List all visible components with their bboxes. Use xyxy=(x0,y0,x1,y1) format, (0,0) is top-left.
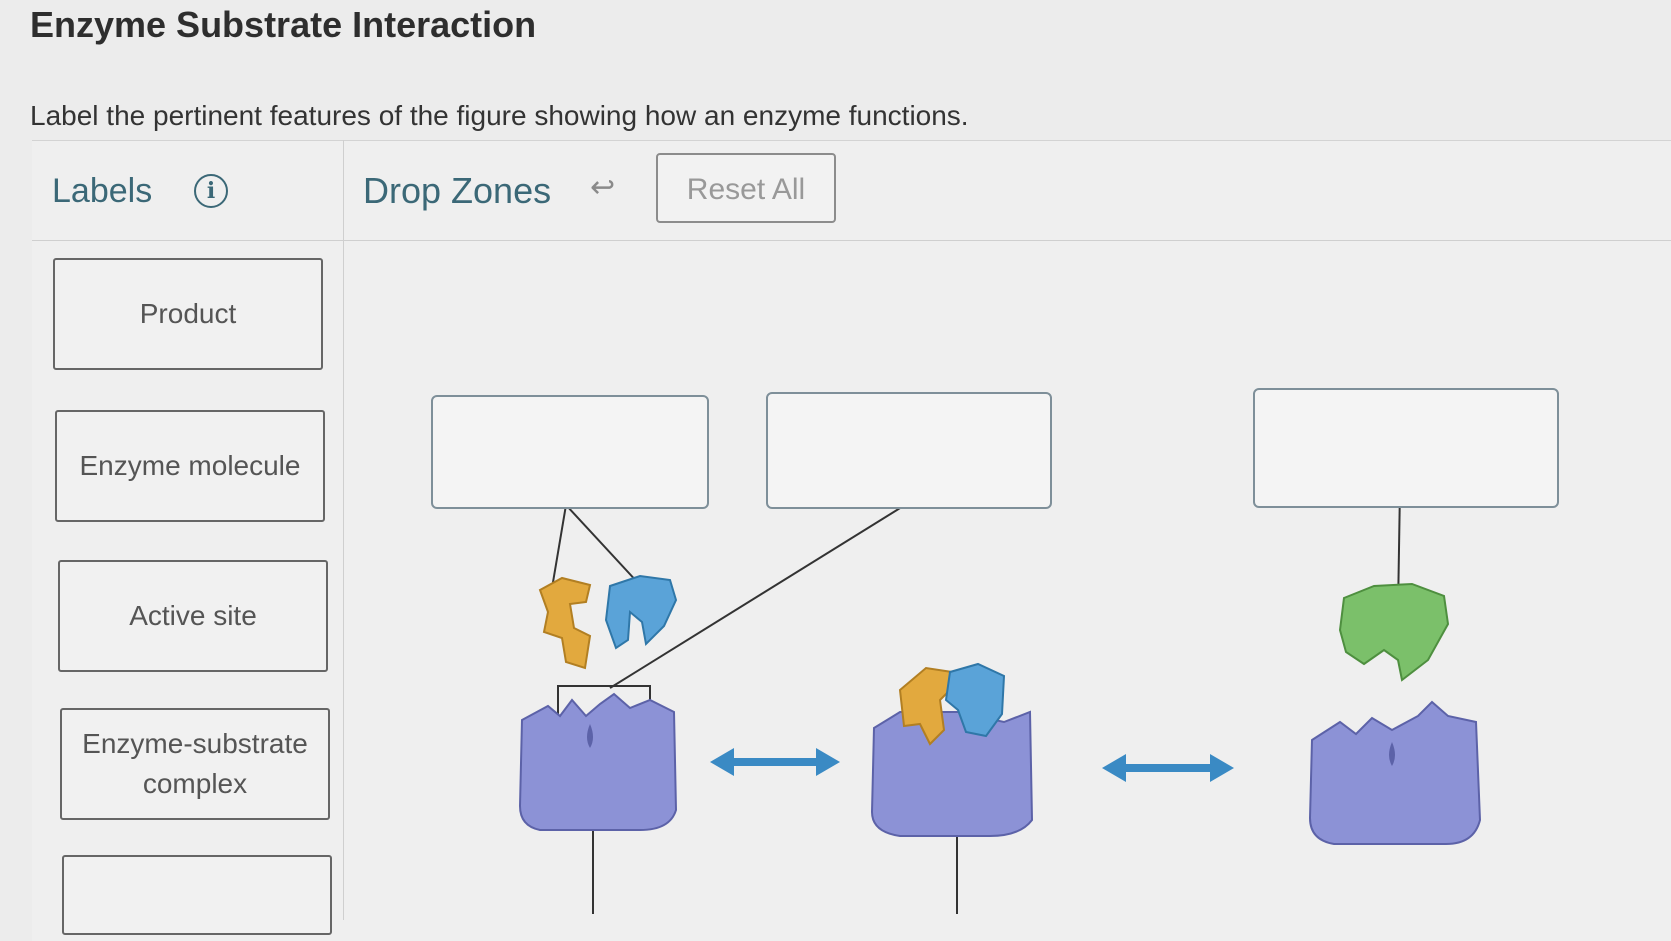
drop-zone-1[interactable] xyxy=(431,395,709,509)
enzyme-molecule-3 xyxy=(1310,702,1480,844)
substrate-blue xyxy=(606,576,676,648)
product-green xyxy=(1340,584,1448,680)
reversible-arrow-2 xyxy=(1102,754,1234,782)
substrate-orange xyxy=(540,578,590,668)
drop-zone-3[interactable] xyxy=(1253,388,1559,508)
enzyme-molecule-1 xyxy=(520,694,676,830)
reversible-arrow-1 xyxy=(710,748,840,776)
drop-zone-2[interactable] xyxy=(766,392,1052,509)
enzyme-substrate-complex-figure xyxy=(872,664,1032,836)
